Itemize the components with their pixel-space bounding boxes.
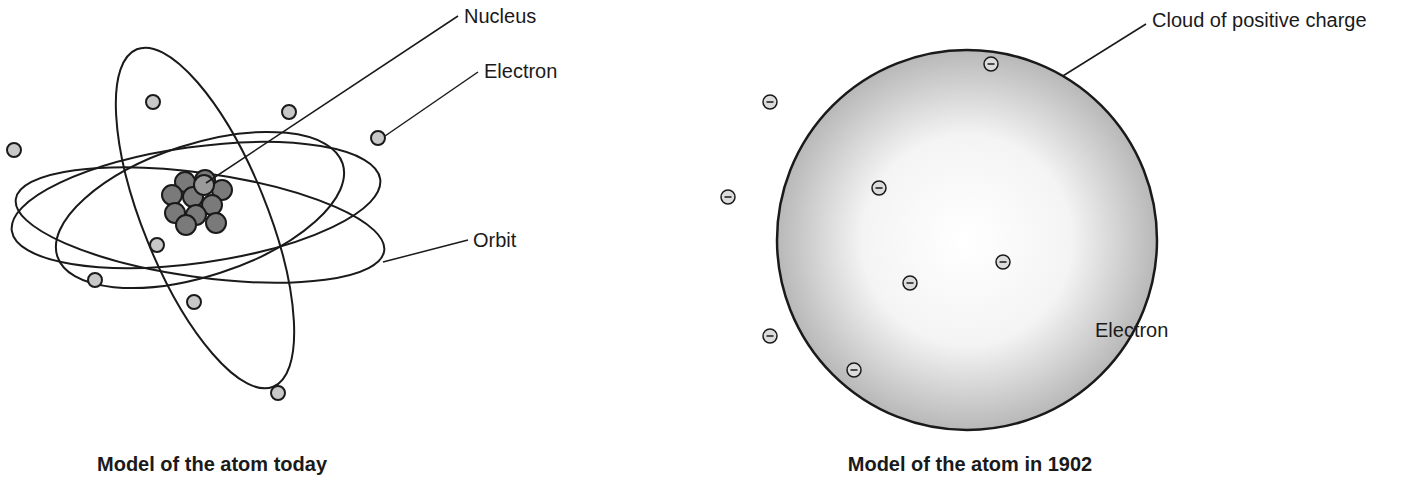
caption: Model of the atom in 1902 — [848, 452, 1092, 476]
orbit — [37, 101, 363, 319]
caption: Model of the atom today — [97, 452, 327, 476]
part-label: Nucleus — [464, 4, 536, 28]
part-label: Cloud of positive charge — [1152, 8, 1367, 32]
electrons-1902 — [721, 57, 1010, 377]
electrons — [7, 95, 385, 400]
part-label: Orbit — [473, 228, 516, 252]
orbit — [79, 26, 330, 410]
part-label: Electron — [1095, 318, 1168, 342]
orbits — [4, 26, 392, 410]
nucleus — [162, 170, 232, 235]
part-label: Electron — [484, 59, 557, 83]
positive-cloud — [777, 50, 1157, 430]
